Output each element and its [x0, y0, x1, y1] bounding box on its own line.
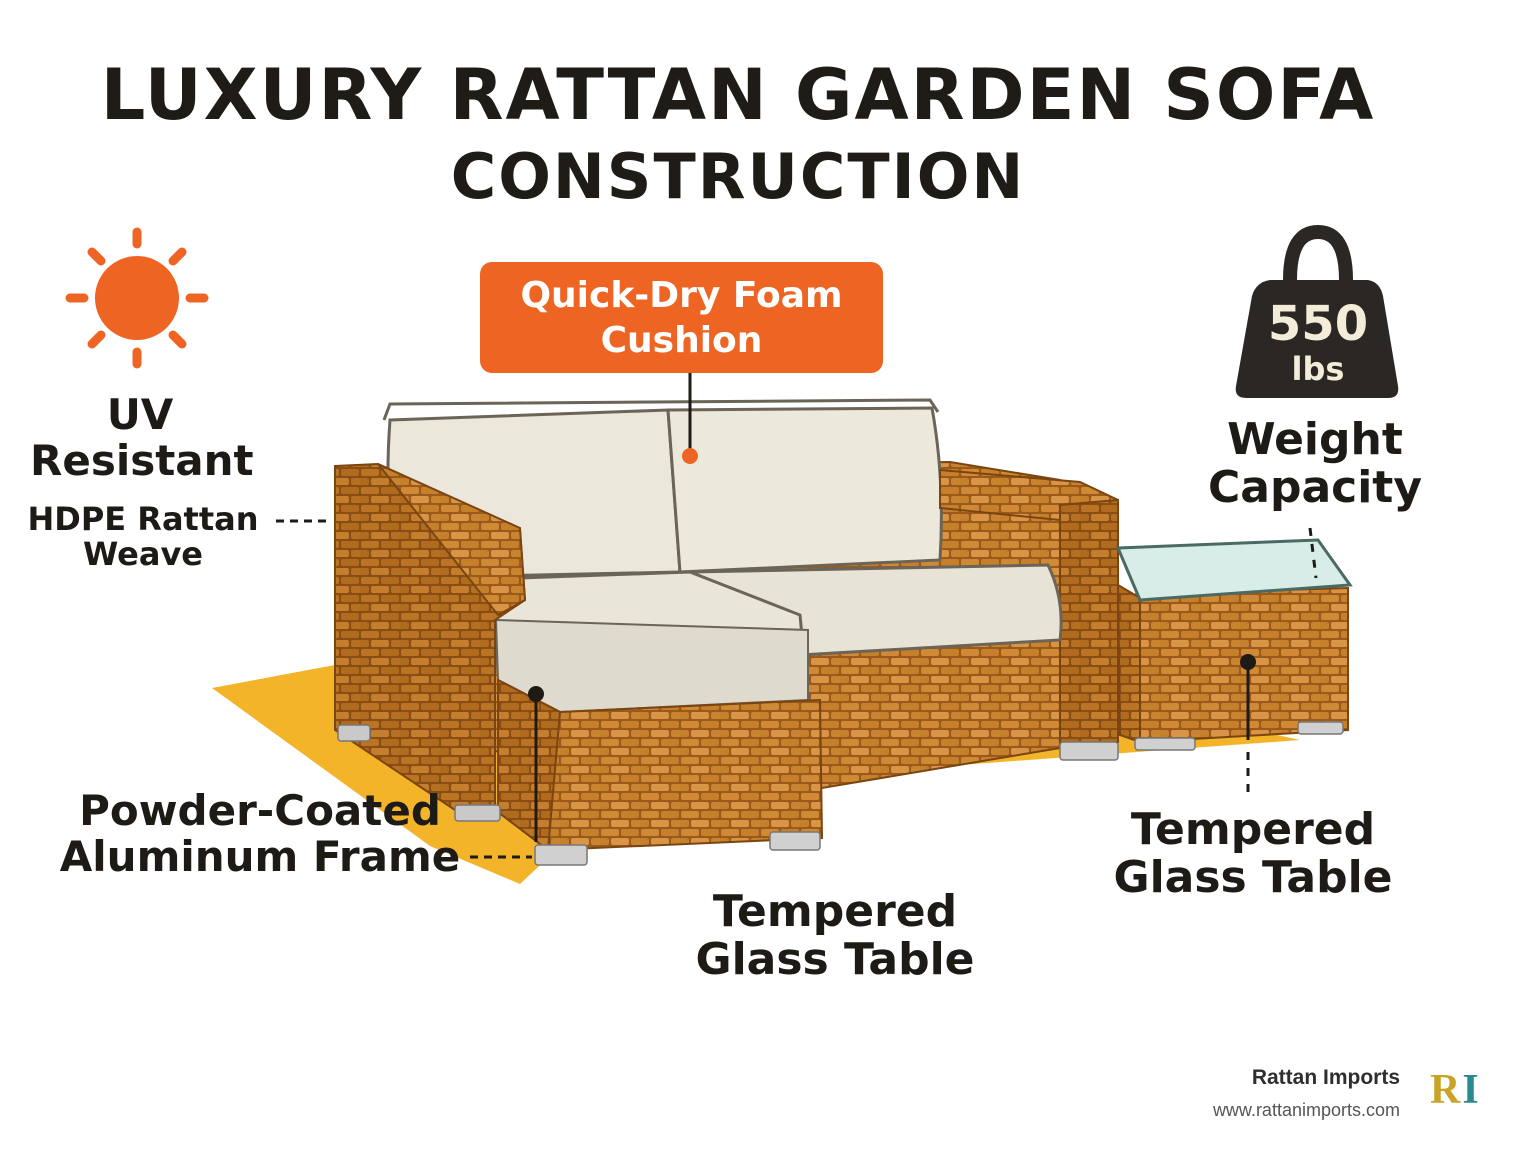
leader-lines	[276, 372, 1318, 859]
sun-icon	[65, 227, 209, 369]
weave-label-line2: Weave	[82, 535, 203, 574]
side-table-body	[1118, 586, 1349, 744]
weave-label: HDPE Rattan Weave	[18, 500, 268, 574]
frame-label: Powder-Coated Aluminum Frame	[50, 786, 470, 882]
weave-label-line1: HDPE Rattan	[27, 500, 259, 538]
weight-label-line1: Weight	[1227, 414, 1403, 465]
glass-tabletop	[1115, 538, 1353, 602]
uv-label-line2: Resistant	[30, 436, 254, 486]
glass-center-label: Tempered Glass Table	[680, 886, 990, 986]
brand-url[interactable]: www.rattanimports.com	[1212, 1100, 1400, 1120]
weight-unit: lbs	[1291, 350, 1345, 388]
back-cushion-right	[666, 406, 943, 574]
glass-right-label: Tempered Glass Table	[1098, 804, 1408, 904]
sofa-seat-base	[798, 638, 1061, 792]
page-title-line2: CONSTRUCTION	[450, 140, 1026, 213]
brand-logo-i: I	[1462, 1067, 1481, 1113]
page-title-line1: LUXURY RATTAN GARDEN SOFA	[100, 54, 1376, 136]
glass-center-line2: Glass Table	[695, 934, 975, 986]
brand-name: Rattan Imports	[1251, 1066, 1400, 1089]
frame-label-line1: Powder-Coated	[79, 786, 441, 835]
cushion-callout-line2: Cushion	[600, 319, 763, 361]
brand-logo: RI	[1430, 1066, 1481, 1114]
weight-value: 550	[1267, 296, 1369, 352]
glass-right-line2: Glass Table	[1113, 852, 1393, 904]
weight-label-line2: Capacity	[1207, 462, 1423, 514]
frame-label-line2: Aluminum Frame	[59, 832, 461, 882]
seat-cushion-right	[689, 563, 1063, 657]
cushion-callout: Quick-Dry Foam Cushion	[480, 262, 883, 373]
uv-label-line1: UV	[106, 390, 174, 439]
glass-right-line1: Tempered	[1130, 804, 1376, 855]
cushion-marker	[682, 448, 698, 464]
uv-label: UV Resistant	[30, 390, 254, 486]
brand-logo-r: R	[1430, 1067, 1463, 1113]
table-marker	[1240, 654, 1256, 670]
glass-center-line1: Tempered	[712, 886, 958, 937]
weight-icon	[1235, 224, 1399, 398]
cushion-callout-line1: Quick-Dry Foam	[520, 274, 843, 316]
weight-label: Weight Capacity	[1190, 414, 1440, 514]
frame-marker	[528, 686, 544, 702]
